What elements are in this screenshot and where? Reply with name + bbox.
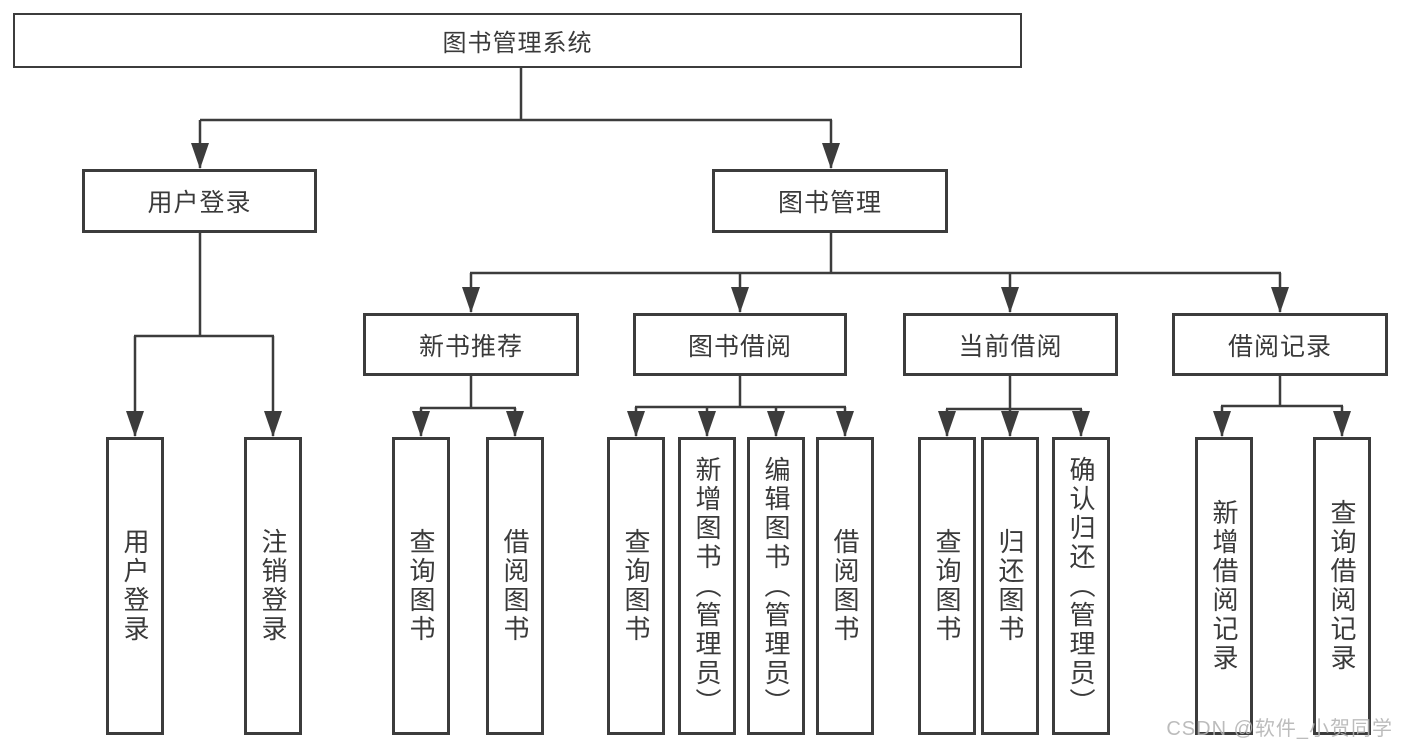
leaf-records-query-record: 查询借阅记录	[1313, 437, 1371, 735]
leaf-user-login: 用户登录	[106, 437, 164, 735]
node-book-borrow: 图书借阅	[633, 313, 847, 376]
leaf-borrow-add-book-admin: 新增图书（管理员）	[678, 437, 736, 735]
node-new-book-recommend: 新书推荐	[363, 313, 579, 376]
node-borrow-records: 借阅记录	[1172, 313, 1388, 376]
csdn-watermark: CSDN @软件_小贺同学	[1166, 718, 1393, 740]
leaf-current-query-book: 查询图书	[918, 437, 976, 735]
node-book-management: 图书管理	[712, 169, 948, 233]
leaf-borrow-edit-book-admin: 编辑图书（管理员）	[747, 437, 805, 735]
leaf-borrow-query-book: 查询图书	[607, 437, 665, 735]
node-current-borrow: 当前借阅	[903, 313, 1118, 376]
leaf-newbook-borrow-book: 借阅图书	[486, 437, 544, 735]
leaf-current-confirm-return-admin: 确认归还（管理员）	[1052, 437, 1110, 735]
leaf-newbook-query-book: 查询图书	[392, 437, 450, 735]
leaf-logout: 注销登录	[244, 437, 302, 735]
leaf-current-return-book: 归还图书	[981, 437, 1039, 735]
leaf-borrow-borrow-book: 借阅图书	[816, 437, 874, 735]
leaf-records-add-record: 新增借阅记录	[1195, 437, 1253, 735]
node-library-management-system: 图书管理系统	[13, 13, 1022, 68]
node-user-login: 用户登录	[82, 169, 317, 233]
